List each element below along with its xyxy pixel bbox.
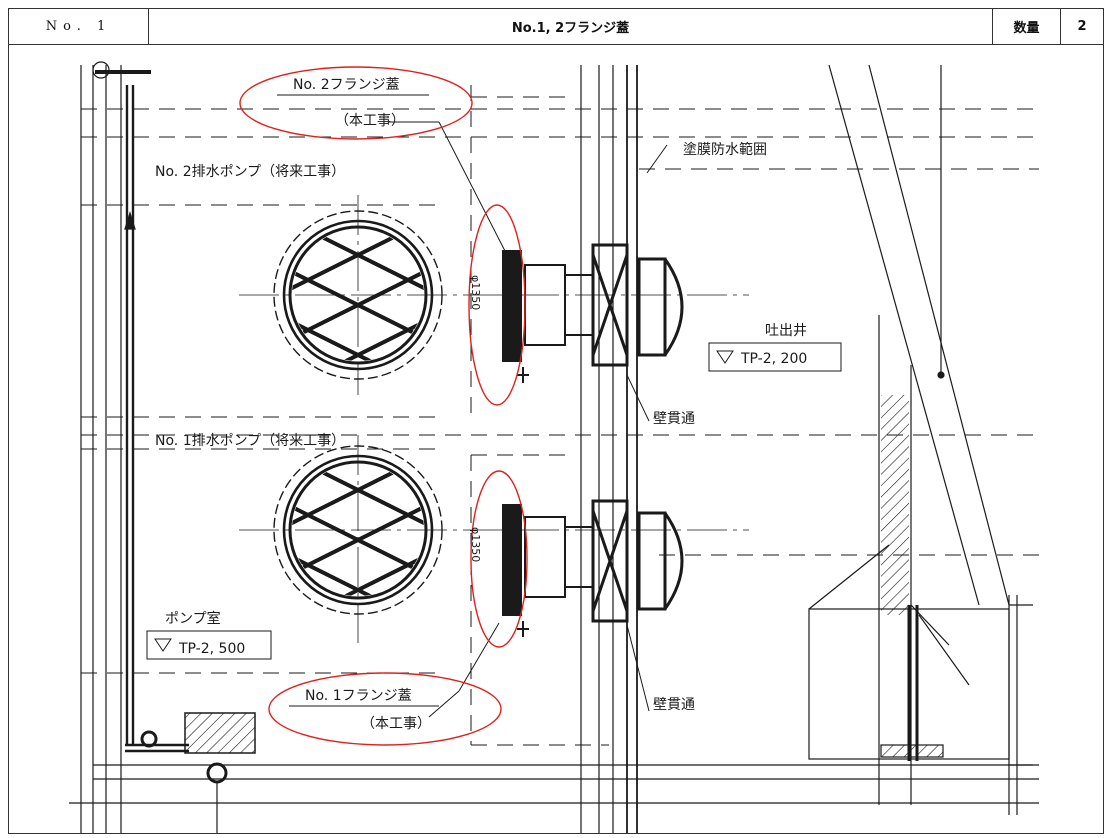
no2-pump-label: No. 2排水ポンプ（将来工事） [155,164,345,180]
paint-waterproof-label: 塗膜防水範囲 [683,141,767,158]
pump-room-level: TP-2, 500 [178,641,245,657]
dimension-lower: φ1350 [469,527,482,562]
drawing-sheet: No. 1 No.1, 2フランジ蓋 数量 2 [8,8,1104,834]
title-block: No. 1 No.1, 2フランジ蓋 数量 2 [9,9,1103,45]
wall-penetration-lower-label: 壁貫通 [653,697,695,713]
pump-room-label: ポンプ室 [165,610,221,627]
dimension-upper: φ1350 [469,275,482,310]
leader-lines [389,121,668,718]
no1-flange-callout: No. 1フランジ蓋 [305,688,412,704]
level-boxes [146,342,842,660]
highlight-marks [239,66,528,746]
sheet-number: No. 1 [9,9,149,44]
no2-work-callout: （本工事） [335,113,405,129]
pump-no1-symbol [273,445,443,615]
quantity-label: 数量 [993,9,1061,44]
no1-work-callout: （本工事） [361,716,431,732]
quantity-value: 2 [1077,19,1087,34]
no1-pump-label: No. 1排水ポンプ（将来工事） [155,433,345,449]
flange-assembly-lower [502,499,684,637]
dashed-grid [81,85,1039,746]
structure-lines [69,61,1039,833]
discharge-level: TP-2, 200 [740,351,807,367]
discharge-well-label: 吐出井 [765,323,807,339]
no2-flange-callout: No. 2フランジ蓋 [293,77,400,93]
wall-penetration-upper-label: 壁貫通 [653,411,695,427]
flange-assembly-upper [502,243,684,383]
sheet-title: No.1, 2フランジ蓋 [149,9,993,44]
pump-no2-symbol [273,210,443,380]
cad-drawing: No. 2フランジ蓋 （本工事） 塗膜防水範囲 No. 2排水ポンプ（将来工事）… [69,61,1039,833]
